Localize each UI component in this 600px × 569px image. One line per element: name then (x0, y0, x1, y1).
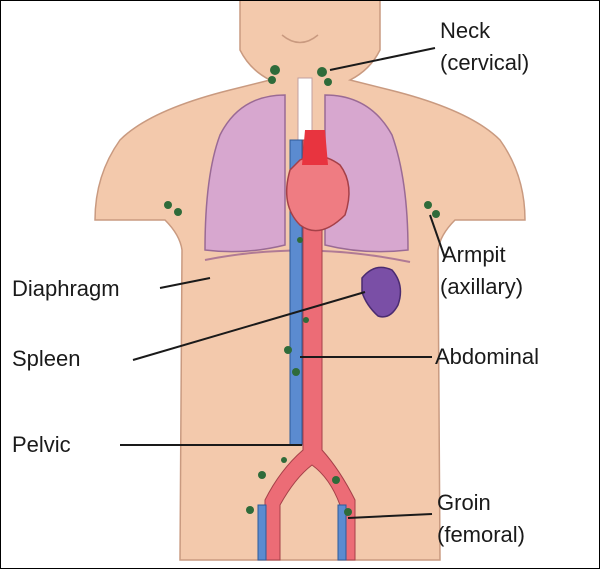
neck-sublabel: (cervical) (440, 50, 529, 75)
lymph-node (281, 457, 287, 463)
lungs (204, 94, 411, 263)
neck-label: Neck (440, 18, 491, 43)
lymph-node (317, 67, 327, 77)
lymph-node (258, 471, 266, 479)
lymph-node (164, 201, 172, 209)
lymph-node (344, 508, 352, 516)
groin-sublabel: (femoral) (437, 522, 525, 547)
lymph-nodes (164, 65, 440, 516)
lymph-node (174, 208, 182, 216)
lymph-node (332, 476, 340, 484)
diaphragm-leader (159, 277, 211, 289)
lymph-node (424, 201, 432, 209)
spleen-label: Spleen (12, 346, 81, 371)
labels: Neck (cervical) Armpit (axillary) Diaphr… (12, 18, 539, 547)
lymph-node (292, 368, 300, 376)
chin-shadow (281, 34, 319, 44)
neck-leader (329, 47, 436, 71)
pelvic-label: Pelvic (12, 432, 71, 457)
lymph-node (297, 237, 303, 243)
abdominal-label: Abdominal (435, 344, 539, 369)
leader-lines (120, 47, 446, 519)
spleen-leader (132, 291, 366, 361)
lymph-node (268, 76, 276, 84)
lymph-node (246, 506, 254, 514)
aorta (264, 139, 356, 561)
armpit-sublabel: (axillary) (440, 274, 523, 299)
heart (285, 155, 350, 232)
diaphragm-label: Diaphragm (12, 276, 120, 301)
left-leg-vein (257, 504, 267, 561)
right-leg-vein (337, 504, 347, 561)
armpit-label: Armpit (442, 242, 506, 267)
lymph-node (270, 65, 280, 75)
spleen-organ (361, 266, 402, 318)
groin-leader (347, 513, 433, 519)
groin-label: Groin (437, 490, 491, 515)
armpit-leader (429, 214, 446, 259)
lymph-node (303, 317, 309, 323)
lymph-node (324, 78, 332, 86)
heart-top-vessel (302, 130, 328, 165)
lymph-node (432, 210, 440, 218)
lymph-node (284, 346, 292, 354)
left-lung (204, 94, 286, 253)
